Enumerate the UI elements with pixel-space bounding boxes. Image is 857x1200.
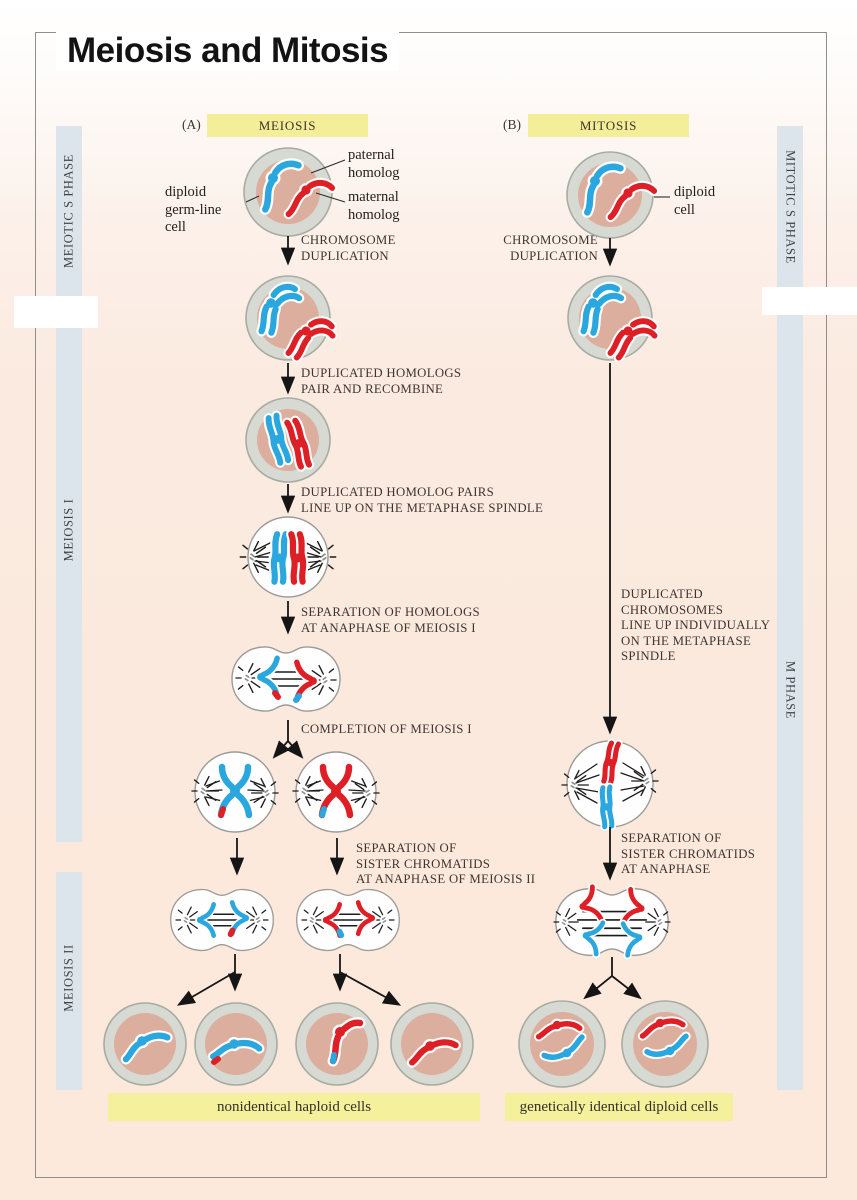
label-m-phase: M PHASE bbox=[783, 660, 798, 720]
mitosis-step-lineup: DUPLICATED CHROMOSOMES LINE UP INDIVIDUA… bbox=[621, 587, 771, 664]
meiosis-step-lineup: DUPLICATED HOMOLOG PAIRS LINE UP ON THE … bbox=[301, 485, 544, 515]
panel-a-tag: (A) bbox=[182, 117, 201, 132]
label-mitotic-s-phase: MITOTIC S PHASE bbox=[783, 150, 798, 264]
panel-b-tag: (B) bbox=[503, 117, 521, 132]
mitosis-step-duplication: CHROMOSOME DUPLICATION bbox=[503, 233, 598, 263]
maternal-homolog-label: maternal homolog bbox=[348, 189, 400, 223]
figure-frame bbox=[35, 32, 827, 1178]
right-bar-gap bbox=[762, 287, 857, 315]
meiosis-step-separation-2: SEPARATION OF SISTER CHROMATIDS AT ANAPH… bbox=[356, 841, 536, 887]
paternal-homolog-label: paternal homolog bbox=[348, 147, 400, 181]
label-meiosis-1: MEIOSIS I bbox=[61, 498, 76, 562]
left-bar-gap bbox=[14, 296, 98, 328]
diploid-germline-label: diploid germ-line cell bbox=[165, 184, 222, 235]
meiosis-step-pair-recombine: DUPLICATED HOMOLOGS PAIR AND RECOMBINE bbox=[301, 366, 462, 396]
mitosis-step-separation: SEPARATION OF SISTER CHROMATIDS AT ANAPH… bbox=[621, 831, 756, 877]
mitosis-header: MITOSIS bbox=[528, 114, 689, 137]
meiosis-step-completion: COMPLETION OF MEIOSIS I bbox=[301, 722, 472, 736]
mitosis-footer: genetically identical diploid cells bbox=[505, 1093, 733, 1121]
page-title: Meiosis and Mitosis bbox=[56, 31, 400, 72]
label-meiotic-s-phase: MEIOTIC S PHASE bbox=[61, 154, 76, 268]
meiosis-footer: nonidentical haploid cells bbox=[108, 1093, 480, 1121]
left-phase-bar-meiosis2 bbox=[56, 872, 82, 1090]
diploid-cell-label: diploid cell bbox=[674, 184, 716, 218]
left-phase-bar-upper bbox=[56, 126, 82, 842]
meiosis-step-separation-1: SEPARATION OF HOMOLOGS AT ANAPHASE OF ME… bbox=[301, 605, 480, 635]
meiosis-header: MEIOSIS bbox=[207, 114, 368, 137]
right-phase-bar bbox=[777, 126, 803, 1090]
meiosis-step-duplication: CHROMOSOME DUPLICATION bbox=[301, 233, 396, 263]
label-meiosis-2: MEIOSIS II bbox=[61, 944, 76, 1012]
